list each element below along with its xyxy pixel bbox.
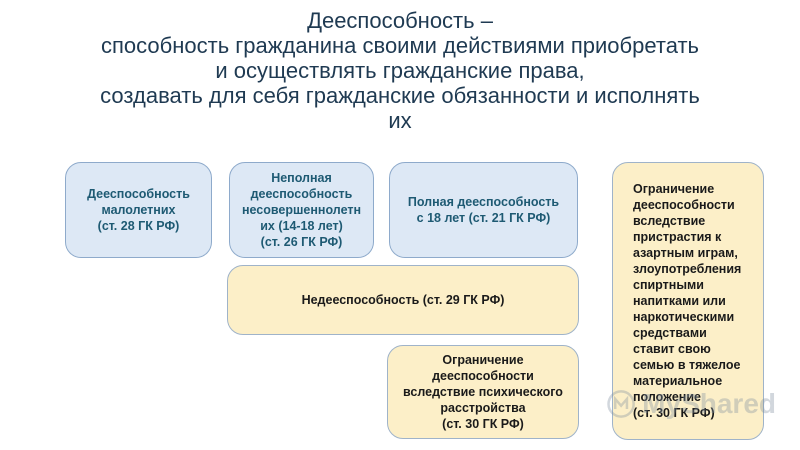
box-full-capacity: Полная дееспособность с 18 лет (ст. 21 Г… (389, 162, 578, 258)
box-label: Дееспособность малолетних (ст. 28 ГК РФ) (87, 187, 190, 233)
title-line: создавать для себя гражданские обязаннос… (100, 83, 700, 108)
box-minors-capacity: Дееспособность малолетних (ст. 28 ГК РФ) (65, 162, 212, 258)
box-mental-disorder-limitation: Ограничение дееспособности вследствие пс… (387, 345, 579, 439)
box-addiction-limitation: Ограничение дееспособности вследствие пр… (612, 162, 764, 440)
box-label: Ограничение дееспособности вследствие пс… (403, 353, 563, 431)
title-line: и осуществлять гражданские права, (215, 58, 585, 83)
box-label: Недееспособность (ст. 29 ГК РФ) (301, 293, 505, 307)
title-line: их (388, 108, 412, 133)
watermark: MyShared (606, 384, 776, 424)
logo-icon (607, 390, 635, 418)
title-line: способность гражданина своими действиями… (101, 33, 699, 58)
box-label: Неполная дееспособность несовершеннолетн… (241, 171, 362, 249)
box-partial-capacity: Неполная дееспособность несовершеннолетн… (229, 162, 374, 258)
title-line: Дееспособность – (307, 8, 493, 33)
watermark-text: MyShared (642, 388, 776, 419)
box-label: Полная дееспособность с 18 лет (ст. 21 Г… (407, 195, 560, 225)
box-label: Ограничение дееспособности вследствие пр… (633, 182, 742, 420)
box-incapacity: Недееспособность (ст. 29 ГК РФ) (227, 265, 579, 335)
page-title: Дееспособность – способность гражданина … (20, 8, 780, 133)
